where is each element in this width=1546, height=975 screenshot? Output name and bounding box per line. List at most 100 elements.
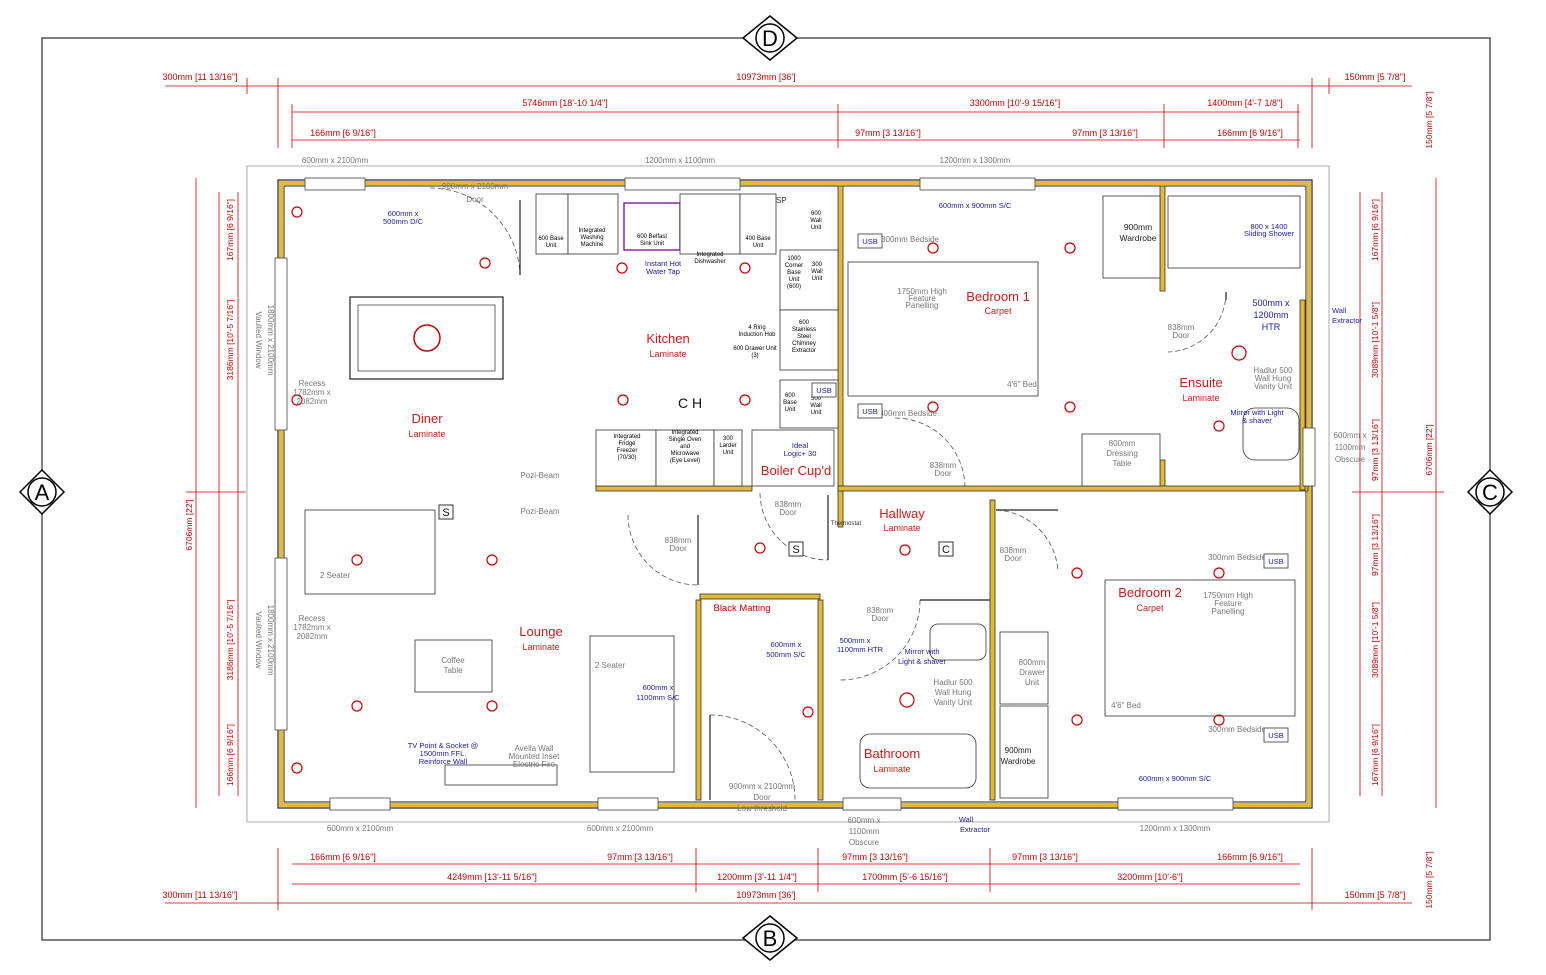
ensuite-window-2: 1100mm [1335, 443, 1366, 452]
mirror-ensuite-1: Mirror with Light [1230, 408, 1284, 417]
vanity-ensuite-2: Wall Hung [1255, 374, 1292, 383]
recess-upper-3: 2082mm [296, 397, 327, 406]
room-diner-floor: Laminate [408, 429, 445, 439]
wardrobe-b1-1: 900mm [1124, 222, 1152, 232]
vanity-bath-1: Hadlur 500 [933, 678, 973, 687]
diner-window-sc-1: 600mm x [388, 209, 419, 218]
mirror-bath-1: Mirror with [905, 647, 940, 656]
corner-4: Unit [789, 277, 800, 283]
room-kitchen-floor: Laminate [649, 349, 686, 359]
door-boiler-1: 838mm [775, 500, 802, 509]
ensuite-window-1: 600mm x [1334, 431, 1367, 440]
wall-extractor-bottom-1: Wall [959, 815, 974, 824]
dim-top-5746: 5746mm [18'-10 1/4"] [522, 98, 607, 108]
recess-lower-2: 1782mm x [293, 623, 330, 632]
bath-window-2: 1100mm [849, 827, 880, 836]
vaulted-lower-size: 1800mm x 2100mm [266, 605, 275, 676]
sink-1: 600 Belfast [637, 234, 667, 240]
svg-text:USB: USB [862, 407, 877, 416]
dim-left-3186-upper: 3186mm [10'-5 7/16"] [225, 300, 235, 381]
corner-1: 1000 [787, 256, 801, 262]
ch-symbol: C H [678, 395, 702, 411]
svg-text:USB: USB [1268, 557, 1283, 566]
feature-panel-1a: 1750mm High [897, 287, 947, 296]
opening-bottom-1: 600mm x 2100mm [327, 824, 394, 833]
vanity-bath-3: Vanity Unit [934, 698, 973, 707]
tv-point-3: Reinforce Wall [419, 757, 468, 766]
boiler-unit-1: Ideal [792, 441, 809, 450]
section-marker-d: D [741, 15, 799, 61]
room-hallway-floor: Laminate [883, 523, 920, 533]
usb-sockets: USB USB USB USB USB [811, 233, 1289, 743]
wall500-2: Wall [810, 403, 821, 409]
hall-window-sc-2: 500mm S/C [766, 650, 806, 659]
wall500-3: Unit [811, 410, 822, 416]
room-hallway: Hallway [879, 506, 925, 521]
wall300-3: Unit [812, 276, 823, 282]
fire-3: Electric Fire [513, 760, 556, 769]
symbol-boxes: S S C [438, 504, 954, 557]
right-dimensions [1352, 178, 1444, 808]
ensuite-window-3: Obscure [1335, 455, 1366, 464]
hob-1: 4 Ring [748, 325, 765, 331]
dim-top-right-vertical: 150mm [5 7/8"] [1424, 91, 1434, 148]
dim-right-3089-lower: 3089mm [10'-1 5/8"] [1370, 602, 1380, 678]
door838-bed2-2: Door [1004, 554, 1022, 563]
dim-bottom-150: 150mm [5 7/8"] [1345, 890, 1406, 900]
drawer-b2-3: Unit [1025, 678, 1040, 687]
feature-panel-2b: Feature [1214, 599, 1242, 608]
bed2-window-sc: 600mm x 900mm S/C [1139, 774, 1212, 783]
diner-window-sc-2: 500mm D/C [383, 217, 424, 226]
hob-2: Induction Hob [738, 332, 776, 338]
wall-extractor-right-1: Wall [1332, 306, 1347, 315]
pozi-beam-upper: Pozi-Beam [520, 471, 559, 480]
bottom-dimensions [165, 848, 1412, 910]
bed-b2: 4'6" Bed [1111, 701, 1141, 710]
sink-2: Sink Unit [640, 241, 664, 247]
room-bathroom: Bathroom [864, 746, 920, 761]
tv-point-1: TV Point & Socket @ [408, 741, 479, 750]
feature-panel-2a: 1750mm High [1203, 591, 1253, 600]
left-dimensions [186, 178, 246, 808]
base400-2: Unit [753, 243, 764, 249]
dim-bottom-right-vertical: 150mm [5 7/8"] [1424, 851, 1434, 908]
corner-3: Base [787, 270, 801, 276]
htr-bath-1: 500mm x [840, 636, 871, 645]
two-seater-2: 2 Seater [595, 661, 626, 670]
lounge-window-sc-1: 600mm x [643, 683, 674, 692]
dim-bottom-97-a: 97mm [3 13/16"] [607, 852, 673, 862]
feature-panel-1b: Feature [908, 294, 936, 303]
room-ensuite: Ensuite [1179, 375, 1222, 390]
oven-1: Integrated [671, 430, 698, 436]
wall300-2: Wall [811, 269, 822, 275]
mirror-bath-2: Light & shaver [898, 657, 946, 666]
bedside-b2-bottom: 300mm Bedside [1208, 725, 1266, 734]
larder-1: 300 [723, 436, 734, 442]
chimney-1: 600 [799, 320, 810, 326]
door838-ensuite-2: Door [1172, 331, 1190, 340]
room-ensuite-floor: Laminate [1182, 393, 1219, 403]
dim-bottom-166-left: 166mm [6 9/16"] [310, 852, 376, 862]
room-bedroom2: Bedroom 2 [1118, 585, 1182, 600]
wall-extractor-bottom-2: Extractor [960, 825, 991, 834]
dim-top-166-left: 166mm [6 9/16"] [310, 128, 376, 138]
black-matting: Black Matting [713, 603, 770, 614]
dim-top-3300: 3300mm [10'-9 15/16"] [970, 98, 1060, 108]
recess-upper-1: Recess [299, 379, 326, 388]
feature-panel-1c: Panelling [906, 301, 939, 310]
dishwasher-1: Integrated [696, 252, 723, 258]
top-dimensions [165, 78, 1412, 148]
washer-3: Machine [581, 242, 604, 248]
larder-2: Larder [719, 443, 736, 449]
bath-window-3: Obscure [849, 838, 880, 847]
dim-top-97-a: 97mm [3 13/16"] [855, 128, 921, 138]
section-marker-b: B [741, 915, 799, 961]
dim-left-6706: 6706mm [22'] [184, 499, 194, 550]
htr-bath-2: 1100mm HTR [837, 645, 884, 654]
door838-bed1-1: 838mm [930, 461, 957, 470]
dim-top-overall: 10973mm [36'] [736, 72, 795, 82]
pozi-beam-lower: Pozi-Beam [520, 507, 559, 516]
door-leaves [519, 200, 1227, 800]
svg-text:B: B [763, 926, 778, 951]
